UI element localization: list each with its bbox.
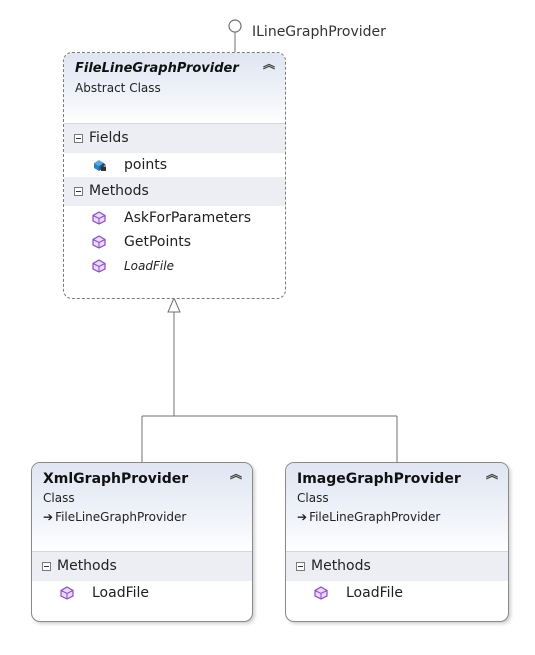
base-class-line: ➔FileLineGraphProvider — [297, 507, 498, 527]
base-class-line: ➔FileLineGraphProvider — [43, 507, 242, 527]
private-field-icon — [94, 160, 106, 171]
member-method[interactable]: AskForParameters — [64, 206, 285, 230]
section-title: Methods — [89, 183, 149, 199]
class-name: ImageGraphProvider — [297, 471, 461, 487]
collapse-minus-icon[interactable] — [74, 187, 83, 196]
class-name: XmlGraphProvider — [43, 471, 189, 487]
class-kind: Abstract Class — [75, 81, 161, 95]
section-header-fields[interactable]: Fields — [64, 124, 285, 153]
member-field[interactable]: points — [64, 153, 285, 177]
collapse-chevron-icon[interactable]: ︽ — [229, 467, 242, 481]
method-icon — [92, 259, 106, 273]
class-kind: Class — [43, 491, 75, 505]
section-title: Methods — [311, 558, 371, 574]
section-title: Fields — [89, 130, 129, 146]
method-icon — [60, 586, 74, 600]
member-label: LoadFile — [124, 259, 174, 273]
class-box-file-line-graph-provider[interactable]: FileLineGraphProvider Abstract Class ︽ F… — [63, 52, 286, 299]
member-method[interactable]: LoadFile — [32, 581, 252, 605]
member-method-abstract[interactable]: LoadFile — [64, 254, 285, 278]
class-header: FileLineGraphProvider Abstract Class ︽ — [64, 53, 285, 124]
method-icon — [314, 586, 328, 600]
section-header-methods[interactable]: Methods — [286, 552, 508, 581]
member-label: LoadFile — [346, 585, 404, 601]
base-class-name: FileLineGraphProvider — [55, 510, 187, 524]
collapse-minus-icon[interactable] — [74, 134, 83, 143]
member-label: points — [124, 157, 167, 173]
section-title: Methods — [57, 558, 117, 574]
member-method[interactable]: GetPoints — [64, 230, 285, 254]
collapse-chevron-icon[interactable]: ︽ — [485, 467, 498, 481]
inherits-arrow-icon: ➔ — [43, 510, 54, 524]
class-kind: Class — [297, 491, 329, 505]
member-method[interactable]: LoadFile — [286, 581, 508, 605]
method-icon — [92, 235, 106, 249]
class-header: XmlGraphProvider Class ➔FileLineGraphPro… — [32, 463, 252, 552]
section-header-methods[interactable]: Methods — [64, 177, 285, 206]
collapse-minus-icon[interactable] — [42, 562, 51, 571]
class-name: FileLineGraphProvider — [75, 61, 239, 76]
class-box-image-graph-provider[interactable]: ImageGraphProvider Class ➔FileLineGraphP… — [285, 462, 509, 622]
class-header: ImageGraphProvider Class ➔FileLineGraphP… — [286, 463, 508, 552]
interface-lollipop-icon — [228, 19, 242, 33]
method-icon — [92, 211, 106, 225]
interface-label: ILineGraphProvider — [252, 24, 386, 40]
collapse-minus-icon[interactable] — [296, 562, 305, 571]
class-box-xml-graph-provider[interactable]: XmlGraphProvider Class ➔FileLineGraphPro… — [31, 462, 253, 622]
member-label: GetPoints — [124, 234, 192, 250]
member-label: AskForParameters — [124, 210, 251, 226]
inheritance-arrowhead — [167, 296, 181, 313]
section-header-methods[interactable]: Methods — [32, 552, 252, 581]
inherits-arrow-icon: ➔ — [297, 510, 308, 524]
base-class-name: FileLineGraphProvider — [309, 510, 441, 524]
member-label: LoadFile — [92, 585, 150, 601]
collapse-chevron-icon[interactable]: ︽ — [262, 57, 275, 71]
